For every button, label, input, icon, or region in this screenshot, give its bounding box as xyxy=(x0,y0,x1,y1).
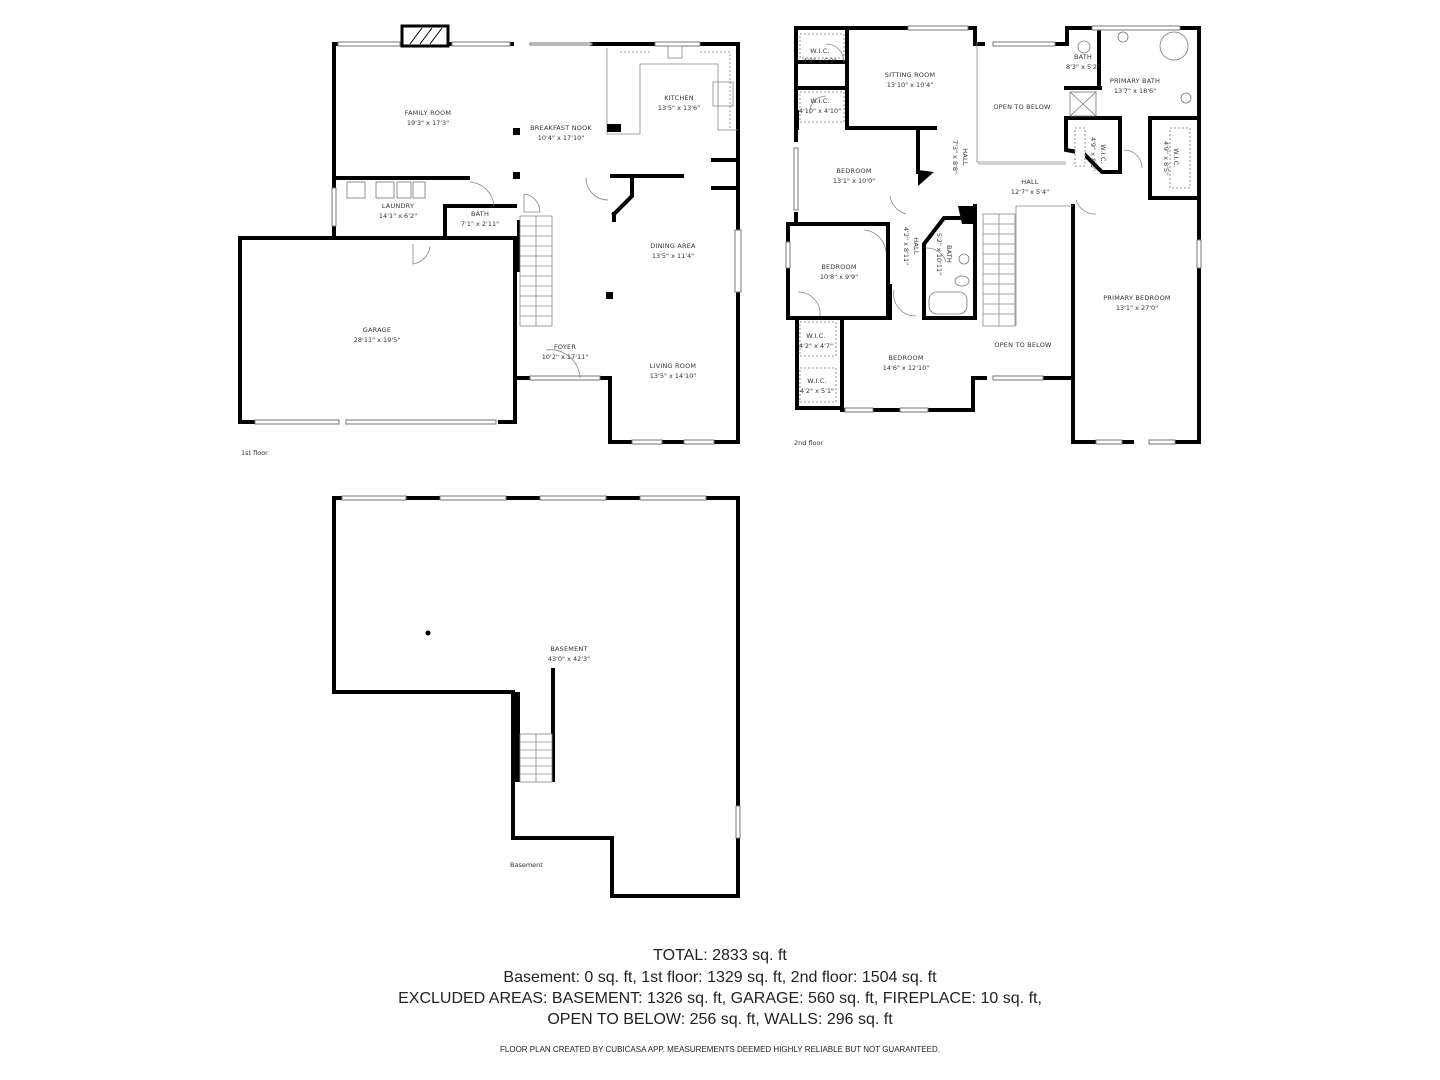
open-to-below-railings xyxy=(976,42,1073,326)
basement-stair-wall xyxy=(512,692,520,782)
first-floor-windows xyxy=(254,41,742,445)
room-wic-2: W.I.C.4'10" x 4'10" xyxy=(798,97,842,115)
total-area: TOTAL: 2833 sq. ft xyxy=(653,947,787,964)
excluded-areas-line-1: EXCLUDED AREAS: BASEMENT: 1326 sq. ft, G… xyxy=(398,990,1042,1007)
second-floor-doors xyxy=(797,43,1143,317)
floor-area-breakdown: Basement: 0 sq. ft, 1st floor: 1329 sq. … xyxy=(503,969,937,986)
bath-fixtures xyxy=(799,31,1192,403)
laundry-appliances xyxy=(346,181,426,199)
columns xyxy=(513,124,621,299)
room-open-to-below-2: OPEN TO BELOW xyxy=(994,341,1052,349)
basement-post xyxy=(425,630,431,636)
first-floor-doors xyxy=(412,177,609,379)
floor-label-1st: 1st floor xyxy=(241,449,268,457)
first-floor-walls xyxy=(238,42,740,444)
second-floor-stairs xyxy=(982,213,1016,327)
fireplace xyxy=(400,24,450,48)
second-floor-walls xyxy=(786,26,1201,444)
basement-walls xyxy=(332,496,740,898)
room-open-to-below-1: OPEN TO BELOW xyxy=(993,103,1051,111)
floor-label-basement: Basement xyxy=(510,861,543,869)
floor-label-2nd: 2nd floor xyxy=(794,439,824,447)
basement-windows xyxy=(341,495,741,839)
excluded-areas-line-2: OPEN TO BELOW: 256 sq. ft, WALLS: 296 sq… xyxy=(547,1011,893,1028)
basement-stairs xyxy=(519,733,553,783)
room-wic-6: W.I.C.4'2" x 5'1" xyxy=(799,377,835,395)
second-floor-windows xyxy=(785,25,1202,445)
hall-wedge xyxy=(918,170,975,224)
disclaimer-credit: FLOOR PLAN CREATED BY CUBICASA APP. MEAS… xyxy=(500,1045,940,1054)
room-wic-4: W.I.C.4'9" x 8'5" xyxy=(1162,140,1180,176)
room-wic-5: W.I.C.4'2" x 4'7" xyxy=(798,332,834,350)
room-wic-3: W.I.C.4'9" x 8'5" xyxy=(1089,136,1107,172)
room-wic-1: W.I.C.4'9" x 5'2" xyxy=(802,47,838,65)
kitchen-counters xyxy=(606,45,738,135)
first-floor-stairs xyxy=(519,215,553,327)
